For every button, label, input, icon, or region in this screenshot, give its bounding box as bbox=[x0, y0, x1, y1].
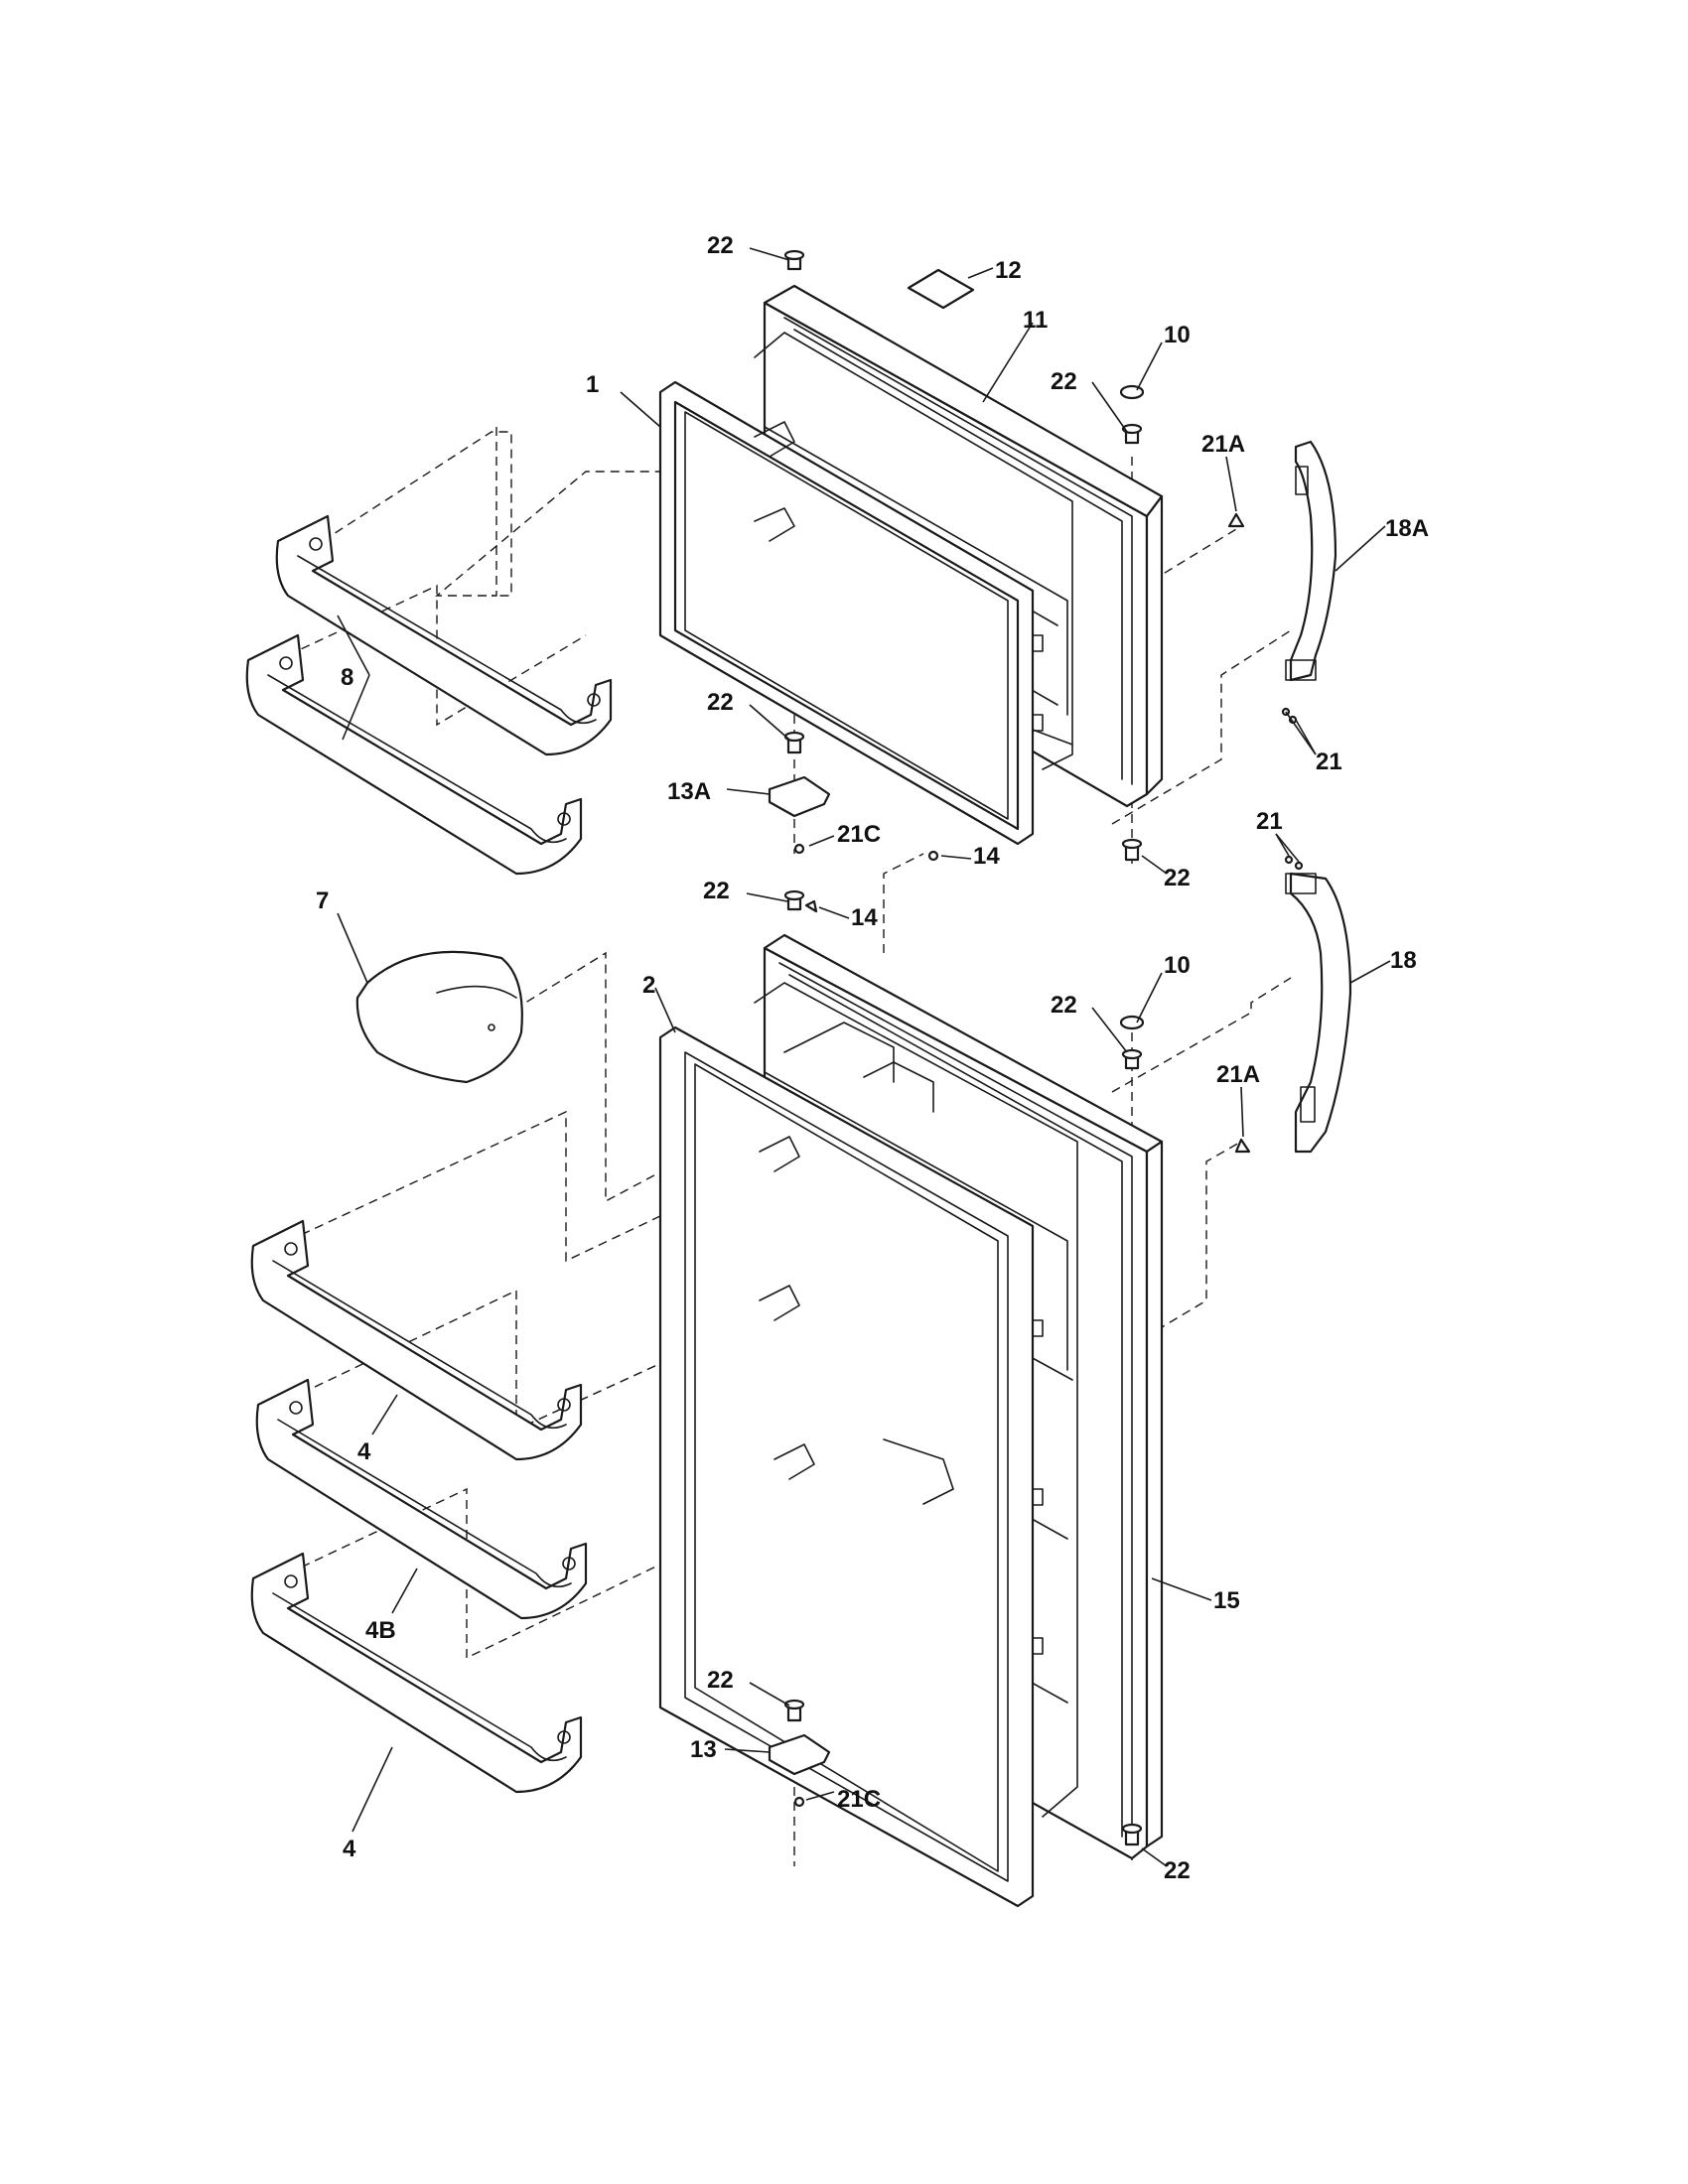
door-bin-8-upper bbox=[275, 514, 613, 756]
screw-21-bottom-a bbox=[1284, 855, 1294, 865]
label-part-21C-top: 21C bbox=[837, 821, 881, 848]
label-part-21C-bottom: 21C bbox=[837, 1786, 881, 1813]
label-part-22-e: 22 bbox=[703, 878, 730, 904]
bushing-22-mid-b bbox=[1121, 838, 1143, 862]
guide-line-bin8-upper-left bbox=[322, 431, 512, 597]
label-part-10-bottom: 10 bbox=[1164, 952, 1191, 979]
label-part-13: 13 bbox=[690, 1736, 717, 1763]
screw-cap-21A-top bbox=[1227, 512, 1245, 528]
freezer-liner-details bbox=[754, 421, 1044, 732]
label-part-22-h: 22 bbox=[1164, 1857, 1191, 1884]
label-part-14-a: 14 bbox=[973, 843, 1000, 870]
screw-14-b bbox=[804, 899, 818, 913]
guide-line-screw14 bbox=[883, 853, 924, 953]
label-part-11: 11 bbox=[1023, 307, 1048, 334]
bushing-22-bottom-a bbox=[783, 1699, 805, 1722]
label-part-2: 2 bbox=[642, 972, 655, 999]
guide-line-handle18-upper bbox=[1111, 977, 1292, 1093]
bushing-22-mid-a bbox=[783, 731, 805, 754]
screw-cap-21A-bottom bbox=[1234, 1138, 1251, 1154]
hinge-bracket-13A bbox=[768, 775, 831, 818]
label-part-21-top: 21 bbox=[1316, 749, 1342, 775]
label-part-18: 18 bbox=[1390, 947, 1417, 974]
label-part-22-a: 22 bbox=[707, 232, 734, 259]
label-part-12: 12 bbox=[995, 257, 1022, 284]
label-part-4-top: 4 bbox=[357, 1438, 371, 1465]
butter-bin bbox=[355, 950, 523, 1084]
label-part-15: 15 bbox=[1213, 1587, 1240, 1614]
fresh-food-door-gasket bbox=[658, 1025, 1035, 1908]
screw-14-a bbox=[927, 850, 939, 862]
freezer-door-handle bbox=[1285, 440, 1337, 682]
door-bin-4-top bbox=[250, 1219, 583, 1461]
guide-line-bin4-bottom bbox=[287, 1487, 756, 1660]
label-part-8: 8 bbox=[341, 664, 353, 691]
guide-line-handle18A-upper bbox=[1151, 525, 1242, 582]
bushing-22-mid-c bbox=[783, 889, 805, 911]
label-part-14-b: 14 bbox=[851, 904, 878, 931]
hinge-bracket-13 bbox=[768, 1733, 831, 1776]
label-part-7: 7 bbox=[316, 887, 329, 914]
screw-21C-top bbox=[793, 843, 805, 855]
label-part-22-c: 22 bbox=[707, 689, 734, 716]
door-bin-8-lower bbox=[245, 633, 583, 876]
label-part-10-top: 10 bbox=[1164, 322, 1191, 348]
label-part-21A-top: 21A bbox=[1201, 431, 1245, 458]
fresh-food-liner-details bbox=[759, 1136, 1044, 1655]
label-part-22-f: 22 bbox=[1051, 992, 1077, 1019]
hole-plug-10-bottom bbox=[1119, 1015, 1145, 1030]
bushing-22-mid-d bbox=[1121, 1048, 1143, 1070]
guide-line-handle18A-lower bbox=[1111, 629, 1292, 825]
screw-21C-bottom bbox=[793, 1796, 805, 1808]
guide-line-bin8-upper bbox=[435, 427, 755, 597]
callout-labels: 1 12 11 10 22 22 21A 18A 21 8 22 13A 21C… bbox=[316, 232, 1429, 1884]
door-bin-4B bbox=[255, 1378, 588, 1620]
label-part-22-b: 22 bbox=[1051, 368, 1077, 395]
bushing-22-top-b bbox=[1121, 423, 1143, 445]
freezer-door-gasket bbox=[658, 380, 1035, 846]
bushing-22-bottom-b bbox=[1121, 1823, 1143, 1846]
label-plate bbox=[907, 268, 975, 310]
screw-21-bottom-b bbox=[1294, 861, 1304, 871]
label-part-21A-bottom: 21A bbox=[1216, 1061, 1260, 1088]
callout-leaders bbox=[337, 247, 1391, 1867]
label-part-13A: 13A bbox=[667, 778, 711, 805]
label-part-4B: 4B bbox=[365, 1617, 396, 1644]
label-part-22-d: 22 bbox=[1164, 865, 1191, 891]
label-part-1: 1 bbox=[586, 371, 599, 398]
hole-plug-10-top bbox=[1119, 384, 1145, 400]
guide-line-handle18-lower bbox=[1156, 1141, 1242, 1331]
fresh-food-door-handle bbox=[1285, 872, 1352, 1154]
hardware bbox=[768, 249, 1304, 1846]
label-part-22-g: 22 bbox=[707, 1667, 734, 1694]
label-part-4-bottom: 4 bbox=[343, 1836, 356, 1862]
label-part-18A: 18A bbox=[1385, 515, 1429, 542]
label-part-21-bottom: 21 bbox=[1256, 808, 1283, 835]
door-bin-4-bottom bbox=[250, 1552, 583, 1794]
bushing-22-top-a bbox=[783, 249, 805, 271]
